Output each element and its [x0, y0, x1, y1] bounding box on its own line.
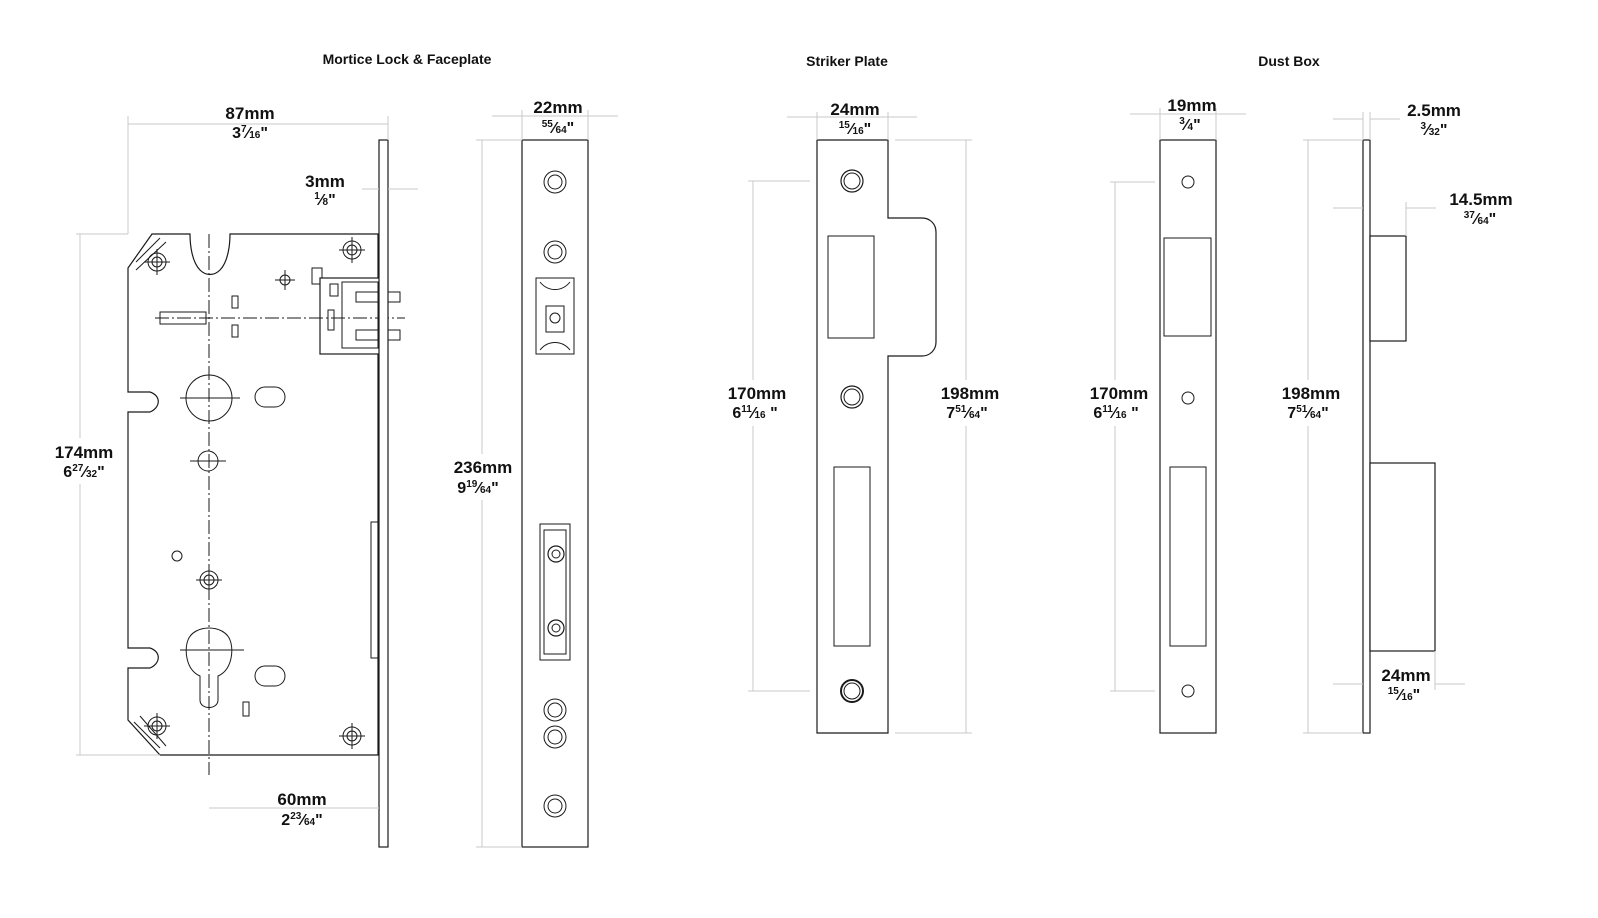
svg-text:14.5mm: 14.5mm: [1449, 190, 1512, 209]
dimension-lock-height: 174mm 627⁄32": [52, 233, 160, 756]
slot-icon: [254, 665, 286, 687]
screw-icon: [144, 713, 170, 739]
svg-text:60mm: 60mm: [277, 790, 326, 809]
svg-text:223⁄64": 223⁄64": [281, 811, 322, 829]
svg-text:170mm: 170mm: [728, 384, 787, 403]
latch-opening: [1163, 237, 1212, 337]
svg-text:3⁄32": 3⁄32": [1421, 121, 1448, 139]
screw-icon: [339, 723, 365, 749]
svg-text:55⁄64": 55⁄64": [542, 119, 575, 137]
dimension-faceplate-thickness: 3mm 1⁄8": [305, 172, 418, 209]
dimension-dust-width: 19mm 3⁄4": [1130, 96, 1246, 140]
screw-icon: [339, 237, 365, 263]
svg-text:24mm: 24mm: [1381, 666, 1430, 685]
svg-text:751⁄64": 751⁄64": [1287, 404, 1328, 422]
bolt-opening-icon: [539, 523, 571, 661]
svg-text:15⁄16": 15⁄16": [1388, 686, 1421, 704]
small-slot-icon: [242, 701, 250, 717]
screw-hole-icon: [1181, 684, 1195, 698]
screw-hole-icon: [1181, 175, 1195, 189]
svg-text:19mm: 19mm: [1167, 96, 1216, 115]
small-slot-icon: [231, 295, 239, 309]
screw-hole-icon: [543, 698, 567, 722]
bolt-opening: [1169, 466, 1207, 647]
svg-text:198mm: 198mm: [1282, 384, 1341, 403]
screw-hole-icon: [543, 725, 567, 749]
svg-text:24mm: 24mm: [830, 100, 879, 119]
svg-text:37⁄16": 37⁄16": [232, 124, 268, 142]
pin-icon: [275, 270, 295, 290]
latch-opening-icon: [535, 277, 575, 355]
dust-box-side: [1362, 139, 1436, 734]
svg-text:37⁄64": 37⁄64": [1464, 210, 1497, 228]
svg-text:3⁄4": 3⁄4": [1179, 116, 1200, 134]
svg-text:611⁄16 ": 611⁄16 ": [732, 404, 777, 422]
faceplate-front: [521, 139, 589, 848]
dimension-faceplate-width: 22mm 55⁄64": [492, 98, 618, 140]
svg-text:2.5mm: 2.5mm: [1407, 101, 1461, 120]
svg-text:236mm: 236mm: [454, 458, 513, 477]
svg-text:627⁄32": 627⁄32": [63, 463, 104, 481]
dimension-striker-width: 24mm 15⁄16": [787, 100, 917, 140]
svg-text:15⁄16": 15⁄16": [839, 120, 872, 138]
small-slot-icon: [231, 324, 239, 338]
title-mortice-lock: Mortice Lock & Faceplate: [323, 51, 492, 67]
screw-hole-icon: [543, 170, 567, 194]
tab-icon: [311, 267, 323, 285]
dimension-dust-depth-bottom: 24mm 15⁄16": [1333, 651, 1465, 704]
bolt-recess: [833, 466, 871, 647]
faceplate-side: [378, 139, 389, 848]
svg-text:170mm: 170mm: [1090, 384, 1149, 403]
latch-recess: [827, 235, 875, 339]
svg-text:22mm: 22mm: [533, 98, 582, 117]
svg-text:611⁄16 ": 611⁄16 ": [1093, 404, 1138, 422]
screw-icon: [144, 249, 170, 275]
screw-hole-icon: [543, 794, 567, 818]
dimension-dust-thickness: 2.5mm 3⁄32": [1333, 101, 1461, 140]
striker-plate: [816, 139, 937, 734]
svg-text:87mm: 87mm: [225, 104, 274, 123]
svg-text:919⁄64": 919⁄64": [457, 479, 498, 497]
mortice-lock-body: [127, 139, 405, 848]
cylinder-cutout-icon: [185, 627, 233, 708]
latch-box: [1369, 235, 1407, 342]
dimension-dust-centres: 170mm 611⁄16 ": [1084, 181, 1155, 692]
dimension-dust-depth-top: 14.5mm 37⁄64": [1333, 190, 1513, 236]
dimension-striker-centres: 170mm 611⁄16 ": [722, 180, 810, 692]
svg-text:1⁄8": 1⁄8": [314, 191, 335, 209]
dimension-backset: 60mm 223⁄64": [209, 790, 379, 829]
dust-box-front: [1159, 139, 1217, 734]
dimension-faceplate-height: 236mm 919⁄64": [446, 139, 522, 848]
title-striker-plate: Striker Plate: [806, 53, 888, 69]
svg-text:174mm: 174mm: [55, 443, 114, 462]
dimension-lock-width: 87mm 37⁄16": [127, 104, 389, 234]
svg-text:751⁄64": 751⁄64": [946, 404, 987, 422]
slot-icon: [254, 386, 286, 408]
hole-icon: [190, 450, 226, 472]
small-hole-icon: [171, 550, 183, 562]
dimension-striker-height: 198mm 751⁄64": [895, 139, 1006, 734]
dimension-dust-height: 198mm 751⁄64": [1276, 139, 1363, 734]
screw-hole-icon: [1181, 391, 1195, 405]
latch-mechanism-icon: [319, 277, 401, 355]
screw-hole-icon: [543, 240, 567, 264]
svg-text:3mm: 3mm: [305, 172, 345, 191]
svg-text:198mm: 198mm: [941, 384, 1000, 403]
title-dust-box: Dust Box: [1258, 53, 1320, 69]
bolt-box: [1369, 462, 1436, 652]
